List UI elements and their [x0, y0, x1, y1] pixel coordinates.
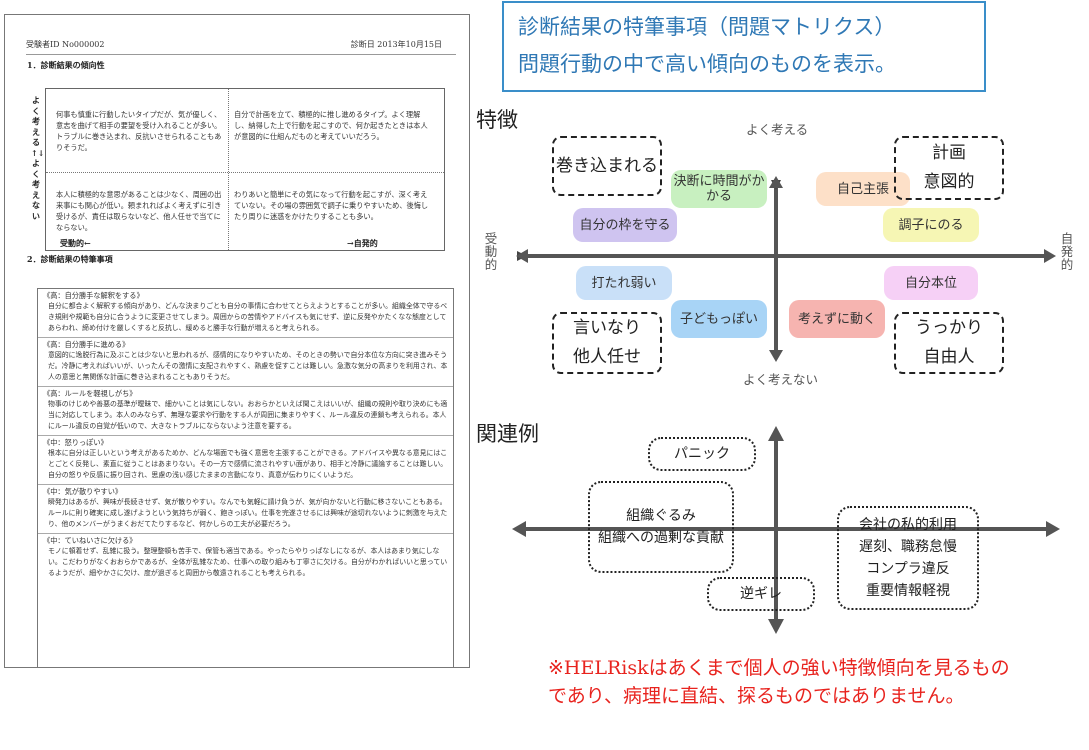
detail-item-body: モノに頓着せず、乱雑に扱う。整理整頓も苦手で、保管も適当である。やったらやりっぱ…: [48, 547, 448, 577]
corner-bottom-left-line2: 他人任せ: [573, 347, 641, 367]
corner-bottom-right: うっかり 自由人: [894, 312, 1004, 374]
pill-own-frame: 自分の枠を守る: [573, 208, 677, 242]
related-organization-line2: 組織への過剰な貢献: [598, 530, 724, 546]
detail-item-body: 瞬発力はあるが、興味が長続きせず、気が散りやすい。なんでも気軽に請け負うが、気が…: [48, 498, 448, 528]
corner-top-right-line1: 計画: [932, 143, 966, 163]
corner-bottom-left: 言いなり 他人任せ: [552, 312, 662, 374]
detail-item: 《高：自分勝手な解釈をする》 自分に都合よく解釈する傾向があり、どんな決まりごと…: [38, 289, 453, 338]
section1-title: 1．診断結果の傾向性: [27, 60, 105, 70]
corner-bottom-right-line2: 自由人: [923, 347, 975, 367]
related-company-line2: 遅刻、職務怠慢: [859, 539, 957, 555]
tendency-matrix: 何事も慎重に行動したいタイプだが、気が優しく、意志を曲げて相手の要望を受け入れる…: [45, 88, 445, 251]
related-company-line3: コンプラ違反: [866, 561, 950, 577]
detail-item: 《高：ルールを軽視しがち》 物事のけじめや善悪の基準が曖昧で、細かいことは気にし…: [38, 387, 453, 436]
header-note-box: 診断結果の特筆事項（問題マトリクス） 問題行動の中で高い傾向のものを表示。: [502, 1, 986, 92]
matrix-cell-top-left: 何事も慎重に行動したいタイプだが、気が優しく、意志を曲げて相手の要望を受け入れる…: [56, 110, 222, 152]
related-company: 会社の私的利用 遅刻、職務怠慢 コンプラ違反 重要情報軽視: [837, 506, 979, 610]
related-panic: パニック: [648, 437, 756, 471]
detail-item-body: 自分に都合よく解釈する傾向があり、どんな決まりごとも自分の事情に合わせてとらえよ…: [48, 302, 448, 332]
detail-items: 《高：自分勝手な解釈をする》 自分に都合よく解釈する傾向があり、どんな決まりごと…: [37, 288, 454, 668]
matrix-x-right: →自発的: [347, 238, 378, 248]
related-company-line1: 会社の私的利用: [859, 517, 957, 533]
examinee-id: 受験者ID No000002: [26, 40, 105, 49]
report-page: 受験者ID No000002 診断日 2013年10月15日 1．診断結果の傾向…: [4, 14, 470, 668]
corner-top-right-line2: 意図的: [923, 172, 975, 192]
detail-item-title: 《中：気が散りやすい》: [43, 487, 123, 496]
corner-bottom-left-line1: 言いなり: [573, 318, 641, 338]
detail-item: 《中：気が散りやすい》 瞬発力はあるが、興味が長続きせず、気が散りやすい。なんで…: [38, 485, 453, 534]
features-axis-right: 自発的: [1060, 231, 1074, 272]
corner-bottom-right-line1: うっかり: [915, 318, 983, 338]
matrix-divider-horizontal: [46, 172, 444, 173]
matrix-cell-top-right: 自分で計画を立て、積極的に推し進めるタイプ。よく理解し、納得した上で行動を起こす…: [234, 110, 428, 141]
pill-childish: 子どもっぽい: [671, 300, 767, 338]
matrix-x-left: 受動的←: [60, 238, 91, 248]
exam-date: 診断日 2013年10月15日: [350, 40, 442, 49]
detail-item: 《中：怒りっぽい》 根本に自分は正しいという考えがあるためか、どんな場面でも強く…: [38, 436, 453, 485]
matrix-divider-vertical: [228, 89, 229, 250]
corner-top-left-text: 巻き込まれる: [556, 155, 658, 176]
detail-item-title: 《高：ルールを軽視しがち》: [43, 389, 137, 398]
pill-self-centered: 自分本位: [884, 266, 978, 300]
related-organization-line1: 組織ぐるみ: [626, 508, 696, 524]
features-axis-left: 受動的: [484, 231, 498, 272]
corner-top-left: 巻き込まれる: [552, 136, 662, 196]
detail-item-body: 物事のけじめや善悪の基準が曖昧で、細かいことは気にしない。おおらかといえば聞こえ…: [48, 400, 448, 430]
disclaimer-note: ※HELRiskはあくまで個人の強い特徴傾向を見るものであり、病理に直結、探るも…: [548, 657, 1010, 707]
features-axis-top: よく考える: [746, 122, 809, 137]
features-title: 特徴: [476, 108, 518, 132]
features-axis-bottom: よく考えない: [743, 372, 819, 387]
pill-act-without-thinking: 考えずに動く: [789, 300, 885, 338]
matrix-cell-bottom-right: わりあいと簡単にその気になって行動を起こすが、深く考えていない。その場の雰囲気で…: [234, 190, 429, 221]
matrix-cell-bottom-left: 本人に積極的な意思があることは少なく、周囲の出来事にも関心が低い。頼まれればよく…: [56, 190, 222, 232]
detail-item-title: 《中：怒りっぽい》: [43, 438, 108, 447]
matrix-vertical-label: よく考える↑↓よく考えない: [31, 95, 45, 221]
related-rage-text: 逆ギレ: [740, 586, 782, 602]
related-panic-text: パニック: [674, 446, 730, 462]
detail-item-body: 意図的に逸脱行為に及ぶことは少ないと思われるが、感情的になりやすいため、そのとき…: [48, 351, 448, 381]
detail-item: 《中：ていねいさに欠ける》 モノに頓着せず、乱雑に扱う。整理整頓も苦手で、保管も…: [38, 534, 453, 582]
pill-decision-slow: 決断に時間がかかる: [671, 170, 767, 208]
header-note-line2: 問題行動の中で高い傾向のものを表示。: [518, 52, 896, 76]
header-note-line1: 診断結果の特筆事項（問題マトリクス）: [518, 15, 896, 39]
pill-fragile: 打たれ弱い: [576, 266, 672, 300]
detail-item: 《高：自分勝手に進める》 意図的に逸脱行為に及ぶことは少ないと思われるが、感情的…: [38, 338, 453, 387]
pill-carried-away: 調子にのる: [883, 208, 979, 242]
related-organization: 組織ぐるみ 組織への過剰な貢献: [588, 481, 734, 573]
corner-top-right: 計画 意図的: [894, 136, 1004, 200]
report-header: 受験者ID No000002 診断日 2013年10月15日: [26, 39, 456, 55]
detail-item-title: 《中：ていねいさに欠ける》: [43, 536, 137, 545]
related-rage: 逆ギレ: [707, 577, 815, 611]
related-company-line4: 重要情報軽視: [866, 583, 950, 599]
section2-title: 2．診断結果の特筆事項: [27, 254, 113, 264]
detail-item-body: 根本に自分は正しいという考えがあるためか、どんな場面でも強く意思を主張することが…: [48, 449, 448, 479]
detail-item-title: 《高：自分勝手な解釈をする》: [43, 291, 144, 300]
related-title: 関連例: [476, 422, 539, 446]
detail-item-title: 《高：自分勝手に進める》: [43, 340, 130, 349]
